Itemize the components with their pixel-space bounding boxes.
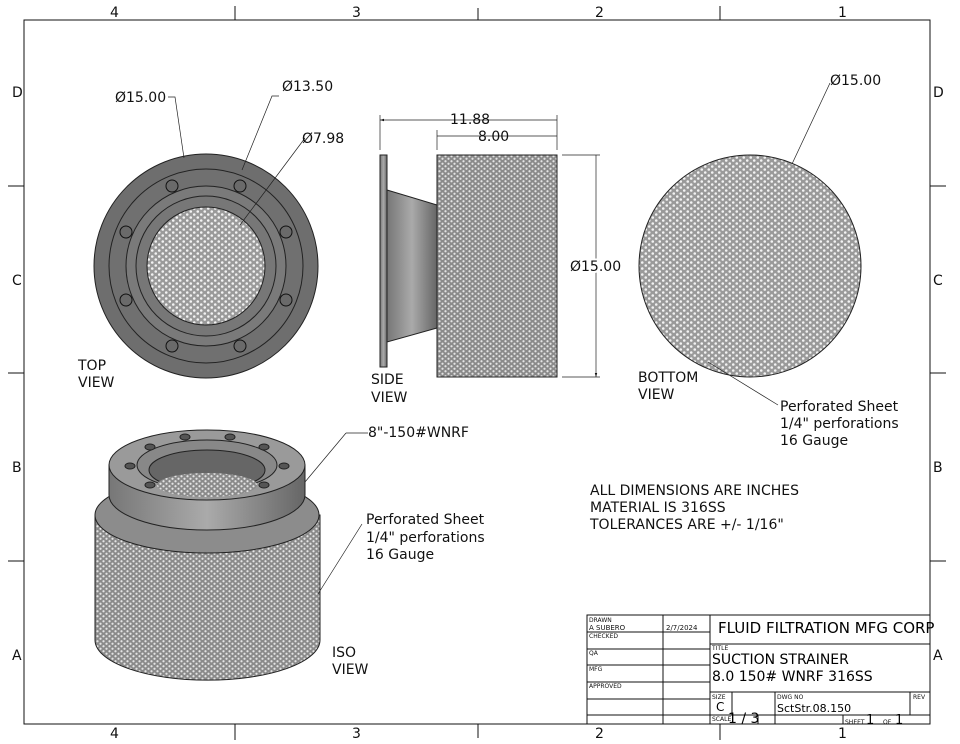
title-block-sheet-label: SHEET xyxy=(845,719,865,726)
bottom-view-label-2: VIEW xyxy=(638,387,675,403)
zone-col-2: 2 xyxy=(595,5,604,21)
top-view-label-2: VIEW xyxy=(78,375,115,391)
zone-row-a: A xyxy=(12,648,22,664)
sheet-size: C xyxy=(716,700,724,714)
drawn-by: A SUBERO xyxy=(589,624,626,632)
title-block-title-label: TITLE xyxy=(711,645,728,652)
side-dim-overall: 11.88 xyxy=(450,112,490,128)
zone-col-1: 1 xyxy=(838,5,847,21)
zone-row-d-right: D xyxy=(933,85,944,101)
side-dim-dia: Ø15.00 xyxy=(570,259,621,275)
top-view: Ø15.00 Ø13.50 Ø7.98 TOP VIEW xyxy=(77,79,344,391)
iso-view-label: ISO xyxy=(332,645,356,661)
iso-note-3: 16 Gauge xyxy=(366,547,434,563)
title-block-of-label: OF xyxy=(883,719,892,726)
title-block: DRAWN A SUBERO 2/7/2024 CHECKED QA MFG A… xyxy=(586,614,934,728)
top-dim-od: Ø15.00 xyxy=(115,90,166,106)
title-block-size-label: SIZE xyxy=(712,694,726,701)
bottom-view: Ø15.00 BOTTOM VIEW Perforated Sheet 1/4"… xyxy=(638,73,899,449)
zone-row-c: C xyxy=(12,273,22,289)
title-block-checked-label: CHECKED xyxy=(589,633,618,640)
top-view-label: TOP xyxy=(77,358,106,374)
iso-note-2: 1/4" perforations xyxy=(366,530,485,546)
zone-markers: 4 3 2 1 4 3 2 1 D C B A D C B A xyxy=(8,5,946,742)
title-block-rev-label: REV xyxy=(913,694,926,701)
bottom-note-1: Perforated Sheet xyxy=(780,399,899,415)
zone-col-1-bottom: 1 xyxy=(838,726,847,742)
sheet-number: 1 xyxy=(866,713,874,728)
title-block-mfg-label: MFG xyxy=(589,666,603,673)
side-dim-body: 8.00 xyxy=(478,129,509,145)
zone-col-2-bottom: 2 xyxy=(595,726,604,742)
bottom-note-3: 16 Gauge xyxy=(780,433,848,449)
drawing-number: SctStr.08.150 xyxy=(777,702,851,715)
iso-view: 8"-150#WNRF Perforated Sheet 1/4" perfor… xyxy=(94,425,485,681)
drawn-date: 2/7/2024 xyxy=(666,624,698,632)
zone-row-d: D xyxy=(12,85,23,101)
zone-row-b: B xyxy=(12,460,22,476)
zone-col-3: 3 xyxy=(352,5,361,21)
zone-col-3-bottom: 3 xyxy=(352,726,361,742)
title-block-drawn-label: DRAWN xyxy=(589,617,612,624)
iso-note-1: Perforated Sheet xyxy=(366,512,485,528)
zone-col-4: 4 xyxy=(110,5,119,21)
side-view: 11.88 8.00 Ø15.00 SIDE VIEW xyxy=(371,112,623,406)
sheet-total: 1 xyxy=(895,713,903,728)
zone-col-4-bottom: 4 xyxy=(110,726,119,742)
bottom-view-label: BOTTOM xyxy=(638,370,698,386)
iso-flange-note: 8"-150#WNRF xyxy=(368,425,469,441)
side-view-label-2: VIEW xyxy=(371,390,408,406)
title-block-qa-label: QA xyxy=(589,650,599,657)
drawing-title-line-2: 8.0 150# WNRF 316SS xyxy=(712,669,873,685)
zone-row-b-right: B xyxy=(933,460,943,476)
title-block-approved-label: APPROVED xyxy=(589,683,622,690)
side-view-label: SIDE xyxy=(371,372,404,388)
note-dimensions: ALL DIMENSIONS ARE INCHES xyxy=(590,483,799,499)
top-dim-bc: Ø13.50 xyxy=(282,79,333,95)
zone-row-a-right: A xyxy=(933,648,943,664)
title-block-scale-label: SCALE xyxy=(712,716,731,723)
note-material: MATERIAL IS 316SS xyxy=(590,500,726,516)
top-dim-id: Ø7.98 xyxy=(302,131,344,147)
note-tolerances: TOLERANCES ARE +/- 1/16" xyxy=(589,517,784,533)
scale: 1 / 3 xyxy=(728,711,759,727)
zone-row-c-right: C xyxy=(933,273,943,289)
iso-view-label-2: VIEW xyxy=(332,662,369,678)
drawing-title-line-1: SUCTION STRAINER xyxy=(712,652,849,668)
general-notes: ALL DIMENSIONS ARE INCHES MATERIAL IS 31… xyxy=(589,483,799,533)
title-block-dwg-no-label: DWG NO xyxy=(777,694,804,701)
bolt-holes xyxy=(119,179,293,353)
drawing-border xyxy=(23,19,931,725)
bottom-note-2: 1/4" perforations xyxy=(780,416,899,432)
bottom-dim-od: Ø15.00 xyxy=(830,73,881,89)
company-name: FLUID FILTRATION MFG CORP xyxy=(718,619,934,637)
